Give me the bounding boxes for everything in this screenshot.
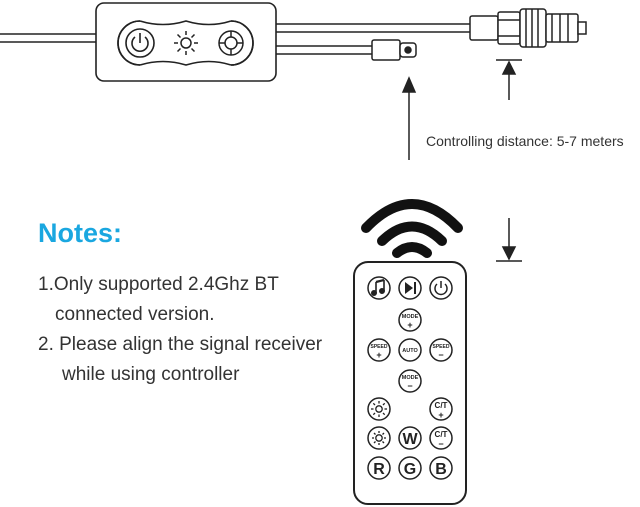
music-button[interactable] (367, 276, 391, 300)
output-cable (276, 23, 470, 55)
remote-power-button[interactable] (429, 276, 453, 300)
speed-minus-button[interactable]: SPEED − (429, 338, 453, 362)
power-icon (125, 28, 155, 58)
red-label: R (373, 461, 385, 478)
mode-minus-label: MODE (402, 375, 419, 381)
receiver-arrow (401, 76, 417, 160)
ct-plus-button[interactable]: C/T + (429, 397, 453, 421)
mode-minus-sign: − (407, 381, 412, 391)
dc-connector (469, 8, 587, 48)
power-icon (434, 281, 448, 296)
ct-minus-label: C/T (435, 430, 448, 439)
distance-label: Controlling distance: 5-7 meters (426, 133, 624, 149)
mode-minus-button[interactable]: MODE − (398, 369, 422, 393)
note-2-line-2: while using controller (62, 364, 240, 385)
ct-minus-button[interactable]: C/T − (429, 426, 453, 450)
mode-plus-label: MODE (402, 314, 419, 320)
brightness-down-button[interactable] (367, 426, 391, 450)
speed-plus-label: SPEED (371, 344, 388, 350)
ct-plus-sign: + (438, 410, 443, 420)
note-2-line-1: 2. Please align the signal receiver (38, 334, 323, 355)
controller-button-cluster (117, 20, 254, 66)
ct-minus-sign: − (438, 439, 443, 449)
speed-minus-sign: − (438, 350, 443, 360)
play-pause-icon (405, 282, 416, 294)
note-1-line-1: 1.Only supported 2.4Ghz BT (38, 274, 279, 295)
white-button[interactable]: W (398, 426, 422, 450)
mode-plus-button[interactable]: MODE + (398, 308, 422, 332)
red-button[interactable]: R (367, 456, 391, 480)
white-label: W (402, 431, 418, 448)
brightness-up-button[interactable] (367, 397, 391, 421)
blue-label: B (435, 461, 447, 478)
play-pause-button[interactable] (398, 276, 422, 300)
notes-title: Notes: (38, 218, 123, 248)
auto-button[interactable]: AUTO (398, 338, 422, 362)
wireless-signal-icon (361, 199, 463, 258)
brightness-icon (174, 31, 198, 55)
green-button[interactable]: G (398, 456, 422, 480)
blue-button[interactable]: B (429, 456, 453, 480)
color-mode-icon (218, 30, 244, 56)
brightness-low-icon (372, 431, 386, 445)
input-cable (0, 33, 96, 43)
green-label: G (404, 461, 416, 478)
distance-marker-top (496, 59, 522, 100)
speed-minus-label: SPEED (433, 344, 450, 350)
speed-plus-button[interactable]: SPEED + (367, 338, 391, 362)
ct-plus-label: C/T (435, 401, 448, 410)
note-1-line-2: connected version. (55, 304, 215, 325)
signal-receiver (371, 39, 417, 61)
music-icon (370, 278, 385, 296)
speed-plus-sign: + (376, 350, 381, 360)
brightness-icon (371, 401, 387, 417)
distance-marker-bottom (496, 218, 522, 262)
mode-plus-sign: + (407, 320, 412, 330)
auto-label: AUTO (402, 348, 418, 354)
